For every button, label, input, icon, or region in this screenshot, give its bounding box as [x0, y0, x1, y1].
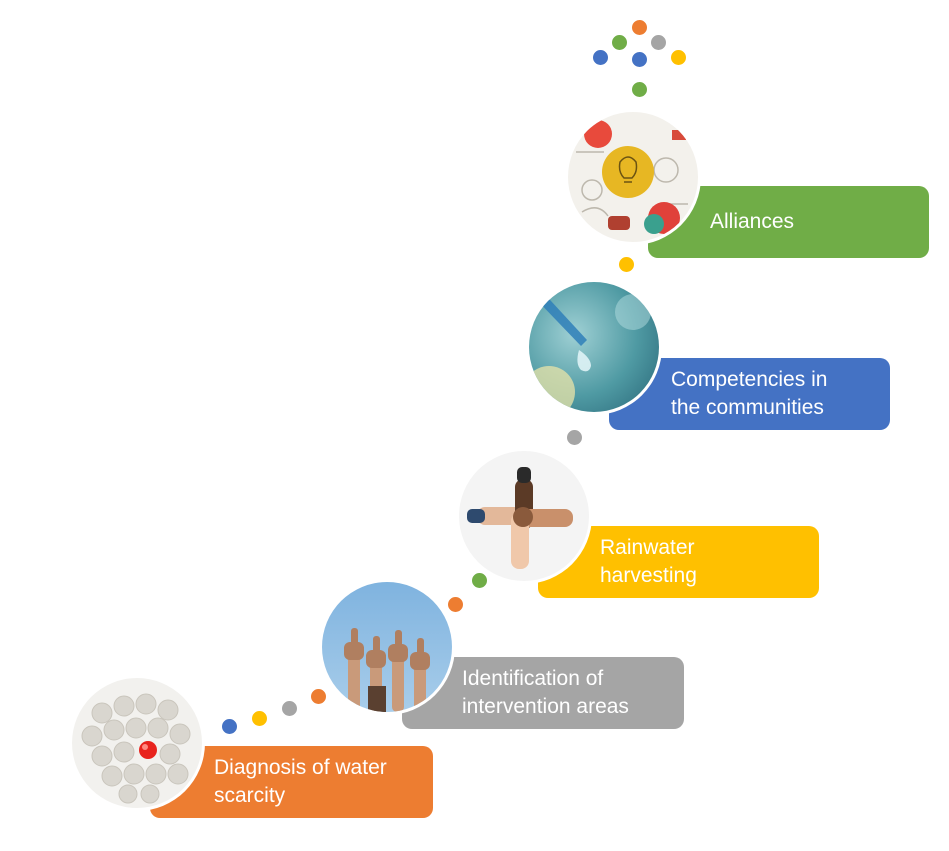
interlocked-hands-image [459, 451, 589, 581]
burst-dot [593, 50, 608, 65]
connector-dot [448, 597, 463, 612]
connector-dot [567, 430, 582, 445]
burst-dot [612, 35, 627, 50]
connector-dot [222, 719, 237, 734]
step-label-rainwater: Rainwater harvesting [600, 536, 697, 587]
step-label-alliances: Alliances [710, 210, 795, 233]
step-label-identification: Identification of intervention areas [462, 667, 629, 718]
burst-dot [632, 52, 647, 67]
step-box-competencies: Competencies in the communities [609, 358, 890, 430]
burst-dot [651, 35, 666, 50]
burst-dot [671, 50, 686, 65]
step-label-diagnosis: Diagnosis of water scarcity [214, 756, 387, 807]
connector-dot [472, 573, 487, 588]
connector-dot [632, 82, 647, 97]
spheres-with-red-ball-image [72, 678, 202, 808]
step-label-competencies: Competencies in the communities [671, 368, 828, 419]
step-box-alliances: Alliances [648, 186, 929, 258]
connector-dot [619, 257, 634, 272]
raised-thumbs-up-hands-image [322, 582, 452, 712]
idea-lightbulb-board-image [568, 112, 698, 242]
burst-dot [632, 20, 647, 35]
connector-dot [252, 711, 267, 726]
connector-dot [311, 689, 326, 704]
connector-dot [282, 701, 297, 716]
water-drop-image [529, 282, 659, 412]
step-box-identification: Identification of intervention areas [402, 657, 684, 729]
